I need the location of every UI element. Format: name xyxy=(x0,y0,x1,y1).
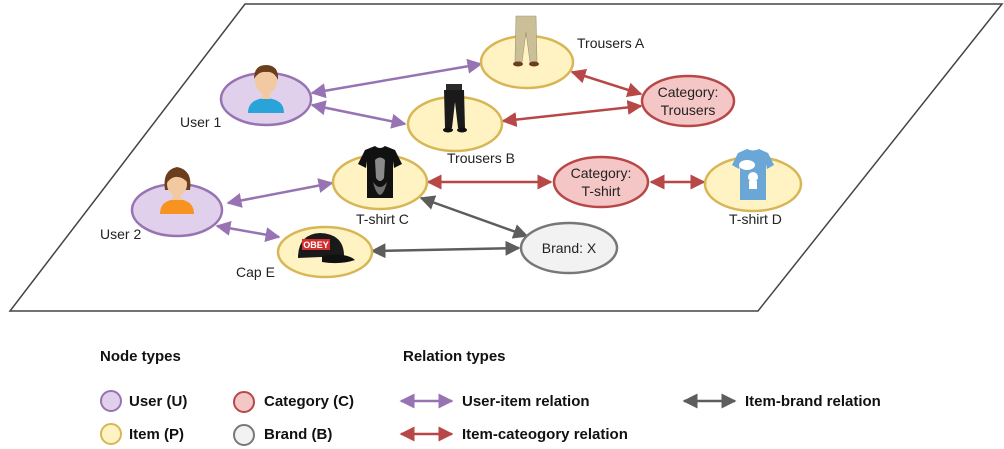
edge-capE-brandX xyxy=(370,240,521,259)
legend-category-swatch xyxy=(233,391,255,413)
node-user1 xyxy=(219,65,313,127)
brand-x-label: Brand: X xyxy=(542,240,597,256)
legend-item-label: Item (P) xyxy=(129,426,184,443)
legend-brand-label: Brand (B) xyxy=(264,426,332,443)
category-tshirt-line1: Category: xyxy=(571,165,632,181)
edges-layer xyxy=(215,58,706,259)
edge-trousersB-catTrousers xyxy=(501,100,643,127)
edge-user2-tshirtC xyxy=(226,178,334,208)
node-brand-x: Brand: X xyxy=(519,221,619,275)
trousersA-label: Trousers A xyxy=(577,35,645,51)
legend-item-brand-label: Item-brand relation xyxy=(745,393,881,410)
tshirtD-label: T-shirt D xyxy=(729,211,782,227)
edge-user1-trousersB xyxy=(310,100,407,129)
black-trousers-icon xyxy=(443,84,467,133)
node-category-trousers: Category: Trousers xyxy=(640,74,736,128)
node-tshirtD xyxy=(703,149,803,213)
category-trousers-line1: Category: xyxy=(658,84,719,100)
legend-relation-types-title: Relation types xyxy=(403,348,506,365)
edge-user2-capE xyxy=(215,220,281,243)
category-tshirt-line2: T-shirt xyxy=(582,183,621,199)
category-trousers-line2: Trousers xyxy=(661,102,716,118)
legend-brand-swatch xyxy=(233,424,255,446)
user2-label: User 2 xyxy=(100,226,141,242)
node-trousersB xyxy=(406,84,504,153)
legend-item-category-label: Item-cateogory relation xyxy=(462,426,628,443)
legend-category-label: Category (C) xyxy=(264,393,354,410)
legend-user-label: User (U) xyxy=(129,393,187,410)
legend-node-types-title: Node types xyxy=(100,348,181,365)
user1-label: User 1 xyxy=(180,114,221,130)
tshirtC-label: T-shirt C xyxy=(356,211,409,227)
beige-trousers-icon xyxy=(513,15,539,67)
male-user-avatar-icon xyxy=(248,65,284,113)
legend-user-swatch xyxy=(100,390,122,412)
legend-user-item-label: User-item relation xyxy=(462,393,590,410)
black-tshirt-icon xyxy=(358,146,402,198)
trousersB-label: Trousers B xyxy=(447,150,515,166)
cap-logo-text: OBEY xyxy=(303,240,329,250)
female-user-avatar-icon xyxy=(160,167,194,214)
node-user2 xyxy=(130,167,224,238)
blue-tshirt-icon xyxy=(732,149,774,200)
black-cap-icon: OBEY xyxy=(298,233,355,264)
legend: Node types Relation types User (U) Categ… xyxy=(100,348,881,446)
edge-tshirtC-brandX xyxy=(419,195,529,239)
node-category-tshirt: Category: T-shirt xyxy=(552,155,650,209)
node-trousersA xyxy=(479,15,575,90)
node-tshirtC xyxy=(331,146,429,211)
edge-user1-trousersA xyxy=(310,58,483,99)
node-capE: OBEY xyxy=(276,225,374,279)
capE-label: Cap E xyxy=(236,264,275,280)
legend-item-swatch xyxy=(100,423,122,445)
edge-trousersA-catTrousers xyxy=(570,68,643,98)
